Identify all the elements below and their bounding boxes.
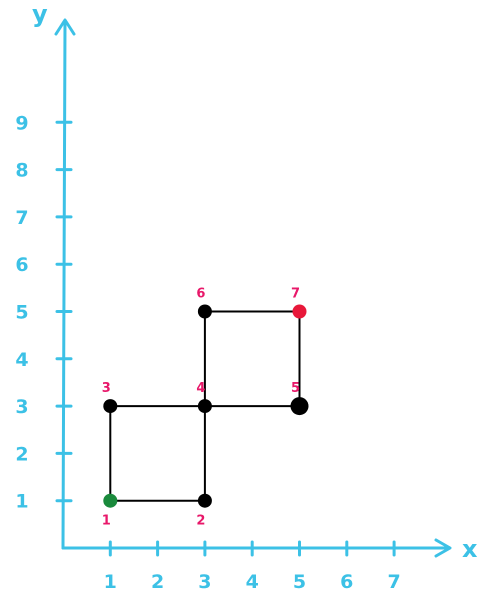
x-axis-label: x — [462, 535, 478, 563]
node-label-6: 6 — [196, 287, 205, 302]
node-3 — [103, 399, 118, 414]
node-label-2: 2 — [196, 514, 205, 529]
x-tick-label: 5 — [293, 571, 306, 593]
node-label-1: 1 — [102, 514, 111, 529]
node-label-3: 3 — [102, 381, 111, 396]
x-tick-label: 7 — [387, 571, 400, 593]
node-7 — [292, 304, 307, 319]
y-tick-label: 2 — [15, 443, 28, 465]
x-axis-arrowhead — [434, 538, 452, 558]
graph-edges — [109, 310, 301, 502]
y-tick-label: 3 — [15, 396, 28, 418]
y-tick-label: 7 — [15, 207, 28, 229]
y-axis-line — [61, 20, 67, 550]
x-tick-label: 1 — [104, 571, 117, 593]
y-axis-label: y — [32, 0, 48, 28]
axes: x y — [32, 0, 478, 563]
node-label-5: 5 — [291, 381, 300, 396]
node-2 — [197, 493, 212, 508]
node-1 — [103, 493, 118, 508]
x-tick-label: 6 — [340, 571, 353, 593]
graph-nodes: 1 2 3 4 5 6 7 — [102, 287, 309, 529]
y-tick-label: 8 — [15, 160, 28, 182]
x-tick-label: 3 — [198, 571, 211, 593]
y-tick-label: 9 — [15, 112, 28, 134]
y-tick-label: 1 — [15, 491, 28, 513]
y-tick-label: 4 — [15, 349, 28, 371]
axis-ticks: 1 2 3 4 5 6 7 1 2 3 4 5 6 7 8 9 — [15, 112, 400, 593]
y-axis-arrowhead — [54, 18, 76, 36]
node-5 — [290, 397, 309, 416]
x-tick-label: 4 — [246, 571, 259, 593]
y-tick-label: 5 — [15, 302, 28, 324]
x-tick-label: 2 — [151, 571, 164, 593]
node-label-4: 4 — [196, 381, 205, 396]
node-6 — [197, 304, 212, 319]
y-tick-label: 6 — [15, 254, 28, 276]
node-4 — [197, 399, 212, 414]
node-label-7: 7 — [291, 287, 300, 302]
